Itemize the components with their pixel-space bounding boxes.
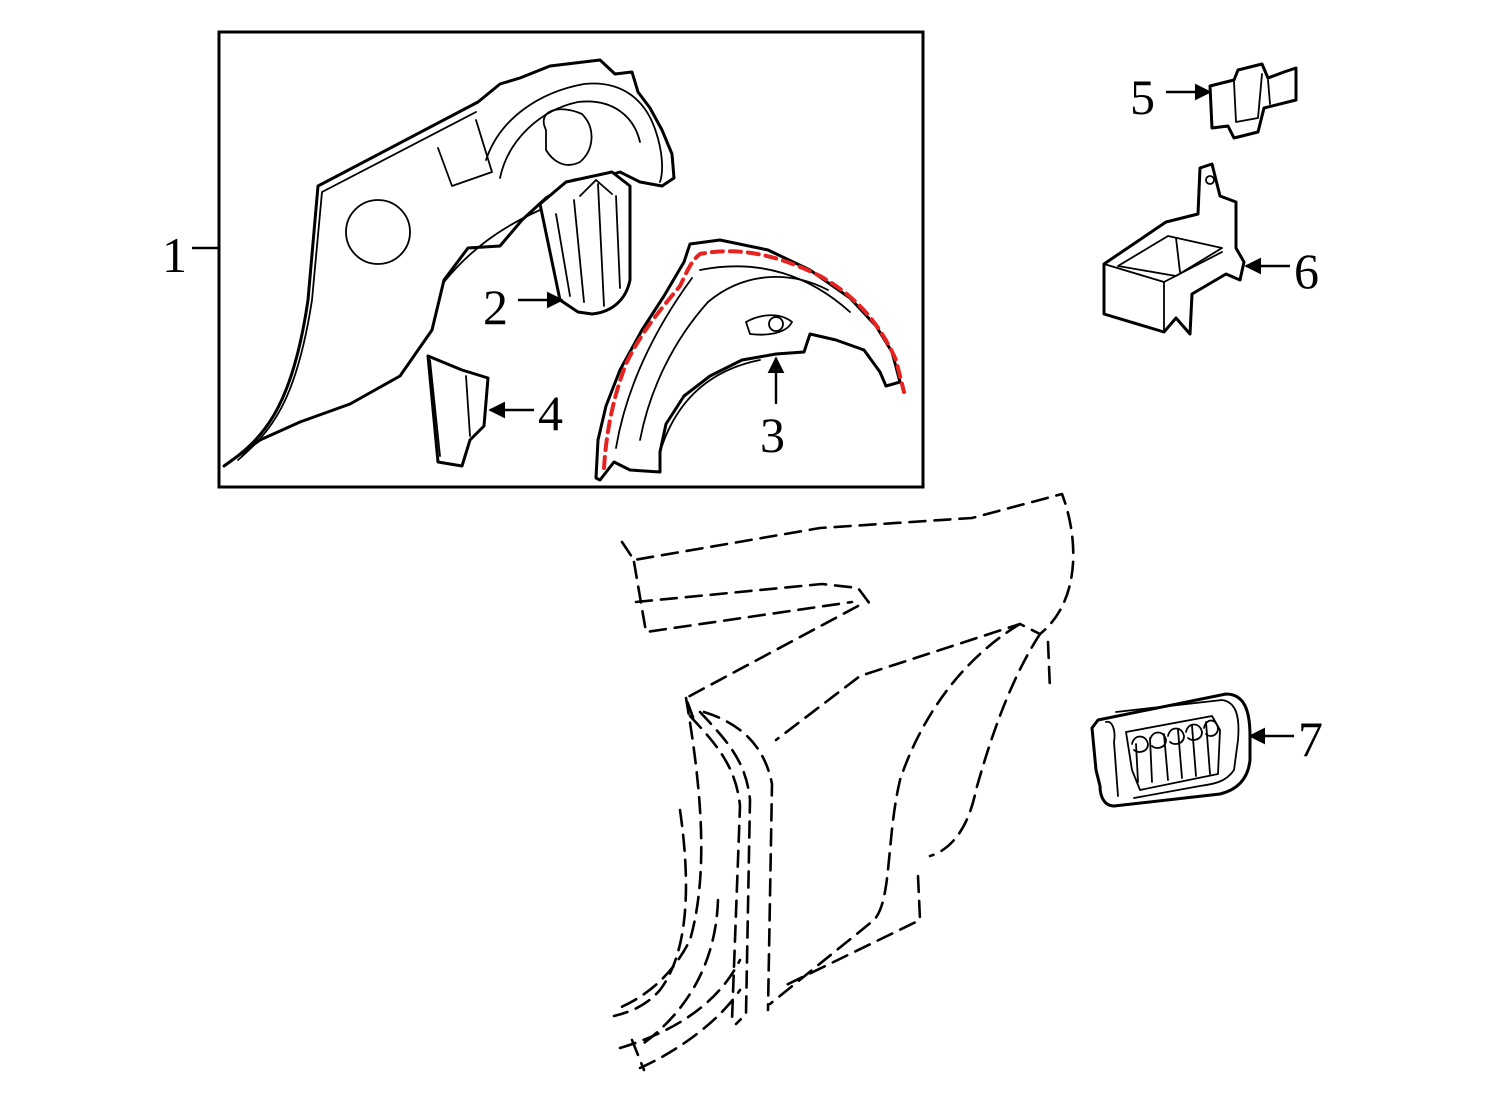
callout-7: 7: [1298, 711, 1323, 767]
upper-bracket: [1208, 62, 1298, 140]
callout-3: 3: [760, 407, 785, 463]
lower-bracket: [426, 354, 490, 468]
assembly-box: [217, 30, 925, 489]
inner-brace: [538, 170, 632, 316]
callout-2: 2: [483, 279, 508, 335]
tray-bracket: [1102, 162, 1246, 336]
callout-5: 5: [1130, 69, 1155, 125]
quarter-panel-outline: [612, 492, 1075, 1072]
inner-quarter-panel: [222, 58, 676, 468]
callout-6: 6: [1294, 243, 1319, 299]
callout-1: 1: [162, 227, 187, 283]
seam-line: [602, 249, 906, 470]
callout-4: 4: [538, 385, 563, 441]
outer-wheelhouse: [594, 238, 906, 482]
vent-grille: [1090, 692, 1252, 808]
